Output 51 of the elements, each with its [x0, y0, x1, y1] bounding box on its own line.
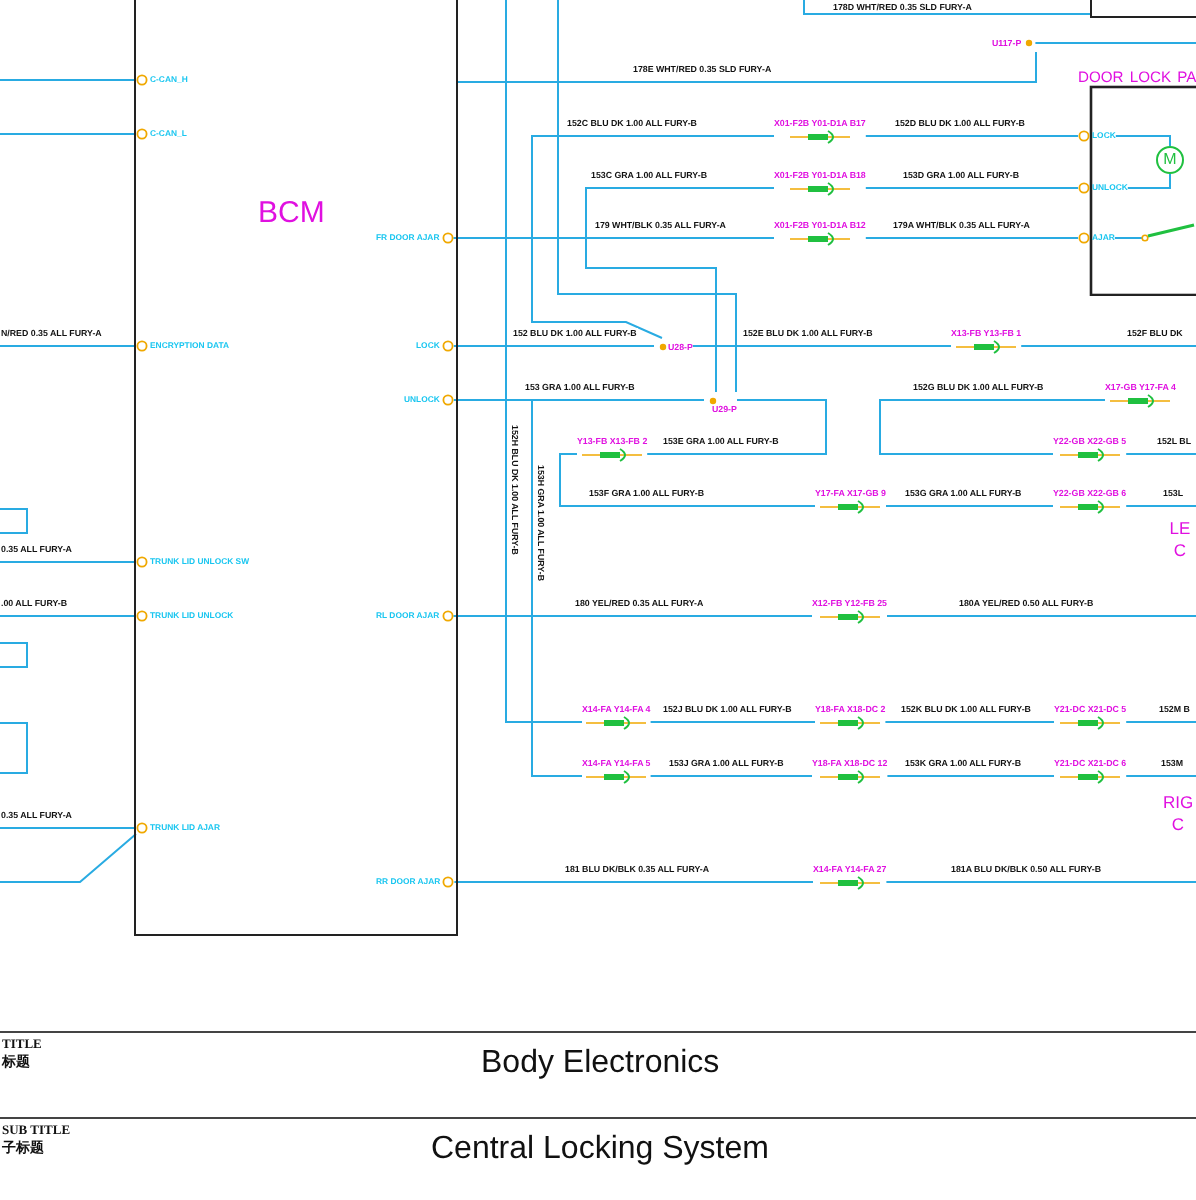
- wire: [884, 721, 1055, 723]
- wire: [1125, 775, 1196, 777]
- title-text: Central Locking System: [431, 1130, 769, 1170]
- wire: [531, 135, 775, 339]
- wire: [1125, 505, 1196, 507]
- wire: [864, 187, 1079, 189]
- wire: [649, 775, 813, 777]
- wire: [885, 505, 1054, 507]
- component-box: [0, 508, 28, 534]
- wire: [585, 187, 775, 393]
- wire: [1020, 345, 1196, 347]
- wire: [886, 615, 1196, 617]
- wire: [0, 827, 137, 829]
- wire: [864, 237, 1079, 239]
- wire: [886, 775, 1055, 777]
- wire: [1126, 173, 1171, 189]
- wire: [452, 615, 813, 617]
- wire: [803, 0, 1091, 15]
- wire: [0, 615, 137, 617]
- module-label: BCM: [258, 196, 325, 230]
- wire: [879, 399, 1106, 455]
- wire: [0, 79, 137, 81]
- wire: [0, 133, 137, 135]
- wire: [531, 399, 705, 777]
- wire: [557, 0, 737, 393]
- component-label: RIG C: [1160, 792, 1196, 837]
- wire: [559, 453, 816, 507]
- component-box: [0, 722, 28, 774]
- wire: [649, 721, 816, 723]
- wire: [1114, 135, 1171, 147]
- wire: [1125, 721, 1196, 723]
- wire: [452, 345, 655, 347]
- wire: [0, 345, 137, 347]
- component-box: [0, 642, 28, 668]
- component-label: LE C: [1167, 518, 1193, 563]
- title-text: Body Electronics: [481, 1044, 720, 1084]
- wire: [864, 135, 1079, 137]
- wire: [453, 881, 814, 883]
- wire: [452, 237, 775, 239]
- wire: [505, 0, 583, 723]
- wire: [0, 561, 137, 563]
- motor-symbol: M: [1156, 146, 1184, 174]
- wire: [1034, 42, 1196, 44]
- component-box: [1076, 68, 1196, 296]
- wire: [646, 399, 827, 455]
- module-box: [134, 0, 458, 936]
- wire: [457, 51, 1037, 83]
- wire: [0, 833, 137, 883]
- wire: [692, 345, 952, 347]
- wire: [1125, 453, 1196, 455]
- wire: [885, 881, 1196, 883]
